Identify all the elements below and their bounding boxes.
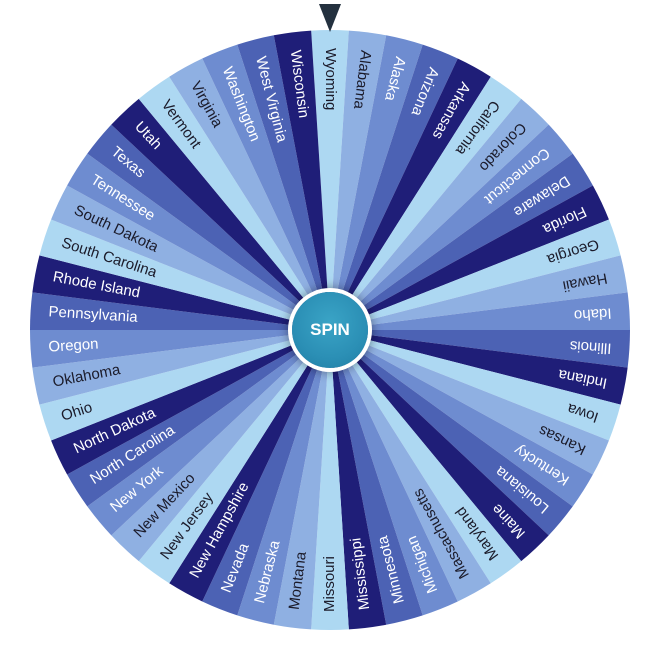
wheel-segment [330,330,628,405]
wheel-segments [30,29,630,631]
wheel-segment [330,30,387,331]
wheel-segment [330,153,593,330]
wheel-segment [330,44,458,331]
wheel-segment [51,330,330,475]
wheel-segment [330,124,573,330]
segment-label: Illinois [569,337,612,357]
wheel-segment [330,255,628,330]
wheel-segment [32,255,331,330]
wheel-segment [330,330,387,630]
wheel-segment [51,185,330,330]
wheel-segment [330,35,423,331]
segment-label: Wyoming [322,48,339,110]
wheel-segment [30,292,330,330]
wheel-segment [39,219,331,330]
wheel-segment [111,98,330,330]
wheel-segment [237,35,330,331]
wheel-segment [330,330,630,368]
wheel-segment [330,330,593,507]
wheel-segment [330,219,621,330]
wheel-segment [30,330,330,368]
wheel-segment [202,330,330,616]
wheel-segment [202,44,330,331]
wheel-segment [169,58,330,331]
segment-label: Missouri [321,556,338,612]
segment-label: Oregon [48,336,99,356]
wheel-segment [32,330,331,405]
wheel-segment [330,330,549,562]
wheel-segment [330,330,621,441]
wheel-segment [330,98,549,330]
wheel-segment [138,330,330,584]
wheel-segment [169,330,330,602]
segment-label: Pennsylvania [48,303,139,326]
wheel-segment [273,30,330,331]
wheel-segment [138,76,330,330]
wheel-segment [39,330,331,441]
wheel-segment [237,330,330,625]
wheel-segment [67,153,331,330]
wheel-segment [330,185,609,330]
pointer-icon [319,4,341,32]
wheel-segment [330,330,522,584]
wheel-segment [87,124,330,330]
spin-button[interactable]: SPIN [292,292,368,368]
wheel-segment [330,330,491,602]
wheel-segment [311,330,349,631]
wheel-segment [330,330,573,536]
wheel-segment [330,330,423,625]
wheel-segment [311,29,349,330]
wheel-segment [330,76,522,330]
wheel-segment [67,330,331,507]
wheel-segment [330,330,609,475]
wheel-segment [330,58,491,331]
wheel-segment [330,292,630,330]
wheel-segment [273,330,330,630]
wheel-segment [87,330,330,536]
wheel-segment [330,330,458,616]
wheel-segment [111,330,330,562]
segment-label: Idaho [573,304,612,323]
